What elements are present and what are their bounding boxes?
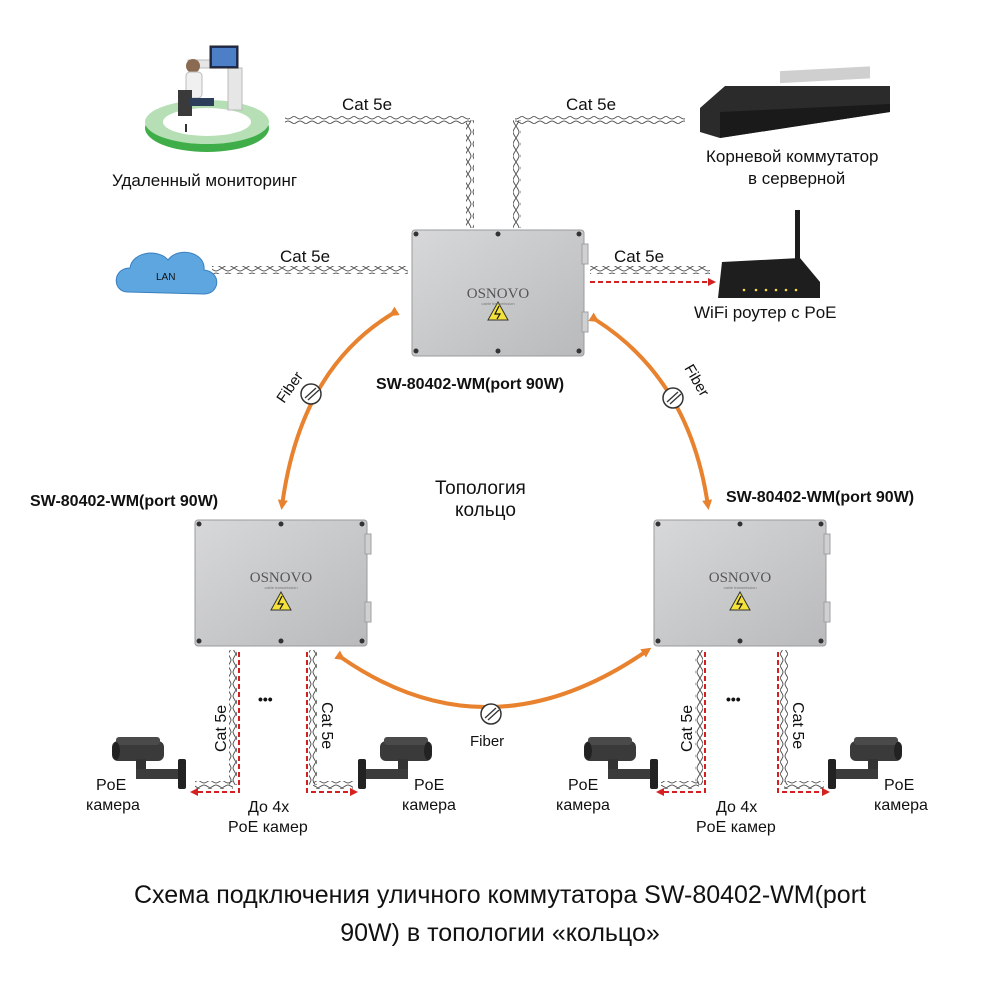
- camera-label-line1: PoE: [568, 777, 598, 794]
- cat5e-label-left-b: Cat 5e: [318, 702, 335, 749]
- cable-left-camera-b: [306, 650, 358, 796]
- cable-lan: [212, 266, 408, 274]
- camera-label-line2: камера: [402, 797, 456, 814]
- root-switch-icon: [700, 66, 890, 138]
- max-cameras-line1: До 4x: [716, 799, 757, 816]
- lan-label: LAN: [156, 272, 175, 283]
- switch-top-label: SW-80402-WM(port 90W): [376, 376, 564, 393]
- switch-top-brand-sub: cable transmission: [481, 301, 514, 306]
- cable-left-camera-a: [190, 650, 240, 796]
- switch-left: OSNOVO cable transmission: [194, 519, 372, 647]
- cat5e-label-left-a: Cat 5e: [213, 705, 230, 752]
- switch-right: OSNOVO cable transmission: [653, 519, 831, 647]
- cat5e-label-lan: Cat 5e: [280, 247, 330, 266]
- root-switch-label-line2: в серверной: [748, 169, 845, 188]
- camera-label-line1: PoE: [414, 777, 444, 794]
- camera-label-line1: PoE: [884, 777, 914, 794]
- caption-line1: Схема подключения уличного коммутатора S…: [134, 881, 866, 909]
- camera-label-line1: PoE: [96, 777, 126, 794]
- cat5e-label-right-b: Cat 5e: [789, 702, 806, 749]
- switch-top: OSNOVO cable transmission: [411, 229, 589, 357]
- max-cameras-line1: До 4x: [248, 799, 289, 816]
- ring-title-line2: кольцо: [455, 500, 516, 521]
- fiber-connector-icon: [480, 703, 502, 725]
- ellipsis-right: •••: [726, 691, 741, 707]
- remote-monitoring-icon: [145, 45, 269, 152]
- cat5e-label-remote: Cat 5e: [342, 95, 392, 114]
- switch-right-brand: OSNOVO: [709, 570, 772, 586]
- camera-label-line2: камера: [556, 797, 610, 814]
- cable-right-camera-b: [777, 650, 830, 796]
- cat5e-label-right-a: Cat 5e: [679, 705, 696, 752]
- switch-right-brand-sub: cable transmission: [723, 585, 756, 590]
- remote-monitoring-label: Удаленный мониторинг: [112, 171, 297, 190]
- cable-right-camera-a: [656, 650, 706, 796]
- cable-root-switch: [513, 116, 685, 228]
- fiber-label-bottom: Fiber: [470, 733, 504, 750]
- figure-caption: Схема подключения уличного коммутатора S…: [0, 876, 1000, 952]
- switch-left-brand-sub: cable transmission: [264, 585, 297, 590]
- fiber-label-left: Fiber: [273, 369, 307, 407]
- ellipsis-left: •••: [258, 691, 273, 707]
- fiber-connector-icon: [300, 383, 322, 405]
- wifi-router-label: WiFi роутер с PoE: [694, 303, 837, 322]
- camera-label-line2: камера: [86, 797, 140, 814]
- cat5e-label-root: Cat 5e: [566, 95, 616, 114]
- lan-cloud-icon: [115, 251, 218, 295]
- cat5e-label-wifi: Cat 5e: [614, 247, 664, 266]
- switch-right-label: SW-80402-WM(port 90W): [726, 489, 914, 506]
- caption-line2: 90W) в топологии «кольцо»: [340, 919, 660, 947]
- root-switch-label-line1: Корневой коммутатор: [706, 147, 879, 166]
- max-cameras-line2: PoE камер: [696, 819, 776, 836]
- wifi-router-icon: [718, 210, 820, 298]
- switch-top-brand: OSNOVO: [467, 286, 530, 302]
- camera-label-line2: камера: [874, 797, 928, 814]
- ring-title-line1: Топология: [435, 478, 526, 499]
- fiber-link-left: [277, 306, 400, 510]
- max-cameras-line2: PoE камер: [228, 819, 308, 836]
- switch-left-brand: OSNOVO: [250, 570, 313, 586]
- cable-remote-monitoring: [285, 116, 474, 228]
- cable-wifi-router: [590, 266, 716, 286]
- fiber-link-bottom: [334, 647, 652, 710]
- switch-left-label: SW-80402-WM(port 90W): [30, 493, 218, 510]
- fiber-label-right: Fiber: [681, 362, 713, 400]
- fiber-connector-icon: [662, 387, 684, 409]
- fiber-link-right: [588, 312, 713, 510]
